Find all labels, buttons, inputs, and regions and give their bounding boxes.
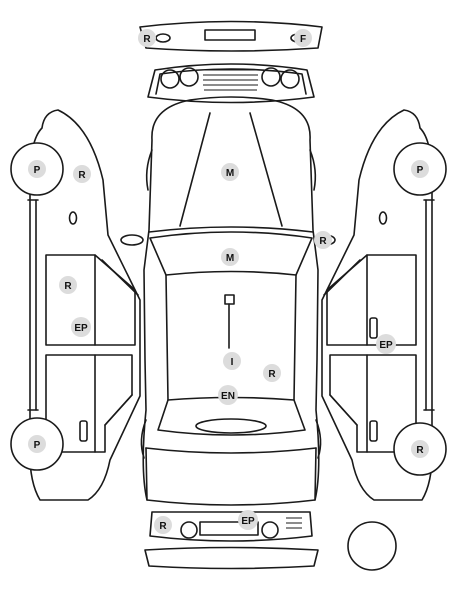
marker-mirror-r[interactable]: R: [314, 231, 332, 249]
left-side-view: [10, 109, 141, 501]
marker-label: M: [226, 168, 234, 179]
marker-left-front-fender-r[interactable]: R: [73, 165, 91, 183]
marker-left-rear-wheel-p[interactable]: P: [28, 435, 46, 453]
marker-right-rear-wheel-r[interactable]: R: [411, 440, 429, 458]
marker-roof-en[interactable]: EN: [218, 385, 238, 405]
top-view-body: [120, 96, 336, 506]
marker-label: EP: [241, 516, 255, 527]
marker-hood-m[interactable]: M: [221, 163, 239, 181]
marker-right-front-wheel-p[interactable]: P: [411, 160, 429, 178]
marker-label: R: [416, 445, 424, 456]
marker-right-door-ep[interactable]: EP: [376, 334, 396, 354]
marker-roof-m[interactable]: M: [221, 248, 239, 266]
marker-label: R: [78, 170, 86, 181]
marker-label: EP: [74, 323, 88, 334]
marker-rear-bumper-r[interactable]: R: [154, 516, 172, 534]
marker-label: P: [34, 165, 41, 176]
marker-label: M: [226, 253, 234, 264]
marker-front-bumper-r[interactable]: R: [138, 29, 156, 47]
spare-wheel-circle: [347, 521, 397, 571]
marker-label: R: [268, 369, 276, 380]
marker-label: P: [417, 165, 424, 176]
marker-label: R: [159, 521, 167, 532]
marker-label: F: [300, 34, 306, 45]
rear-bumper-view: [144, 511, 319, 570]
marker-label: EN: [221, 391, 235, 402]
marker-label: I: [231, 357, 234, 368]
marker-roof-i[interactable]: I: [223, 352, 241, 370]
marker-label: EP: [379, 340, 393, 351]
marker-front-bumper-f[interactable]: F: [294, 29, 312, 47]
marker-label: R: [143, 34, 151, 45]
marker-roof-r[interactable]: R: [263, 364, 281, 382]
marker-label: R: [319, 236, 327, 247]
marker-left-door-r[interactable]: R: [59, 276, 77, 294]
marker-label: R: [64, 281, 72, 292]
marker-rear-bumper-ep[interactable]: EP: [238, 510, 258, 530]
front-grille-view: [147, 63, 315, 104]
marker-left-front-wheel-p[interactable]: P: [28, 160, 46, 178]
marker-label: P: [34, 440, 41, 451]
marker-left-door-ep[interactable]: EP: [71, 317, 91, 337]
